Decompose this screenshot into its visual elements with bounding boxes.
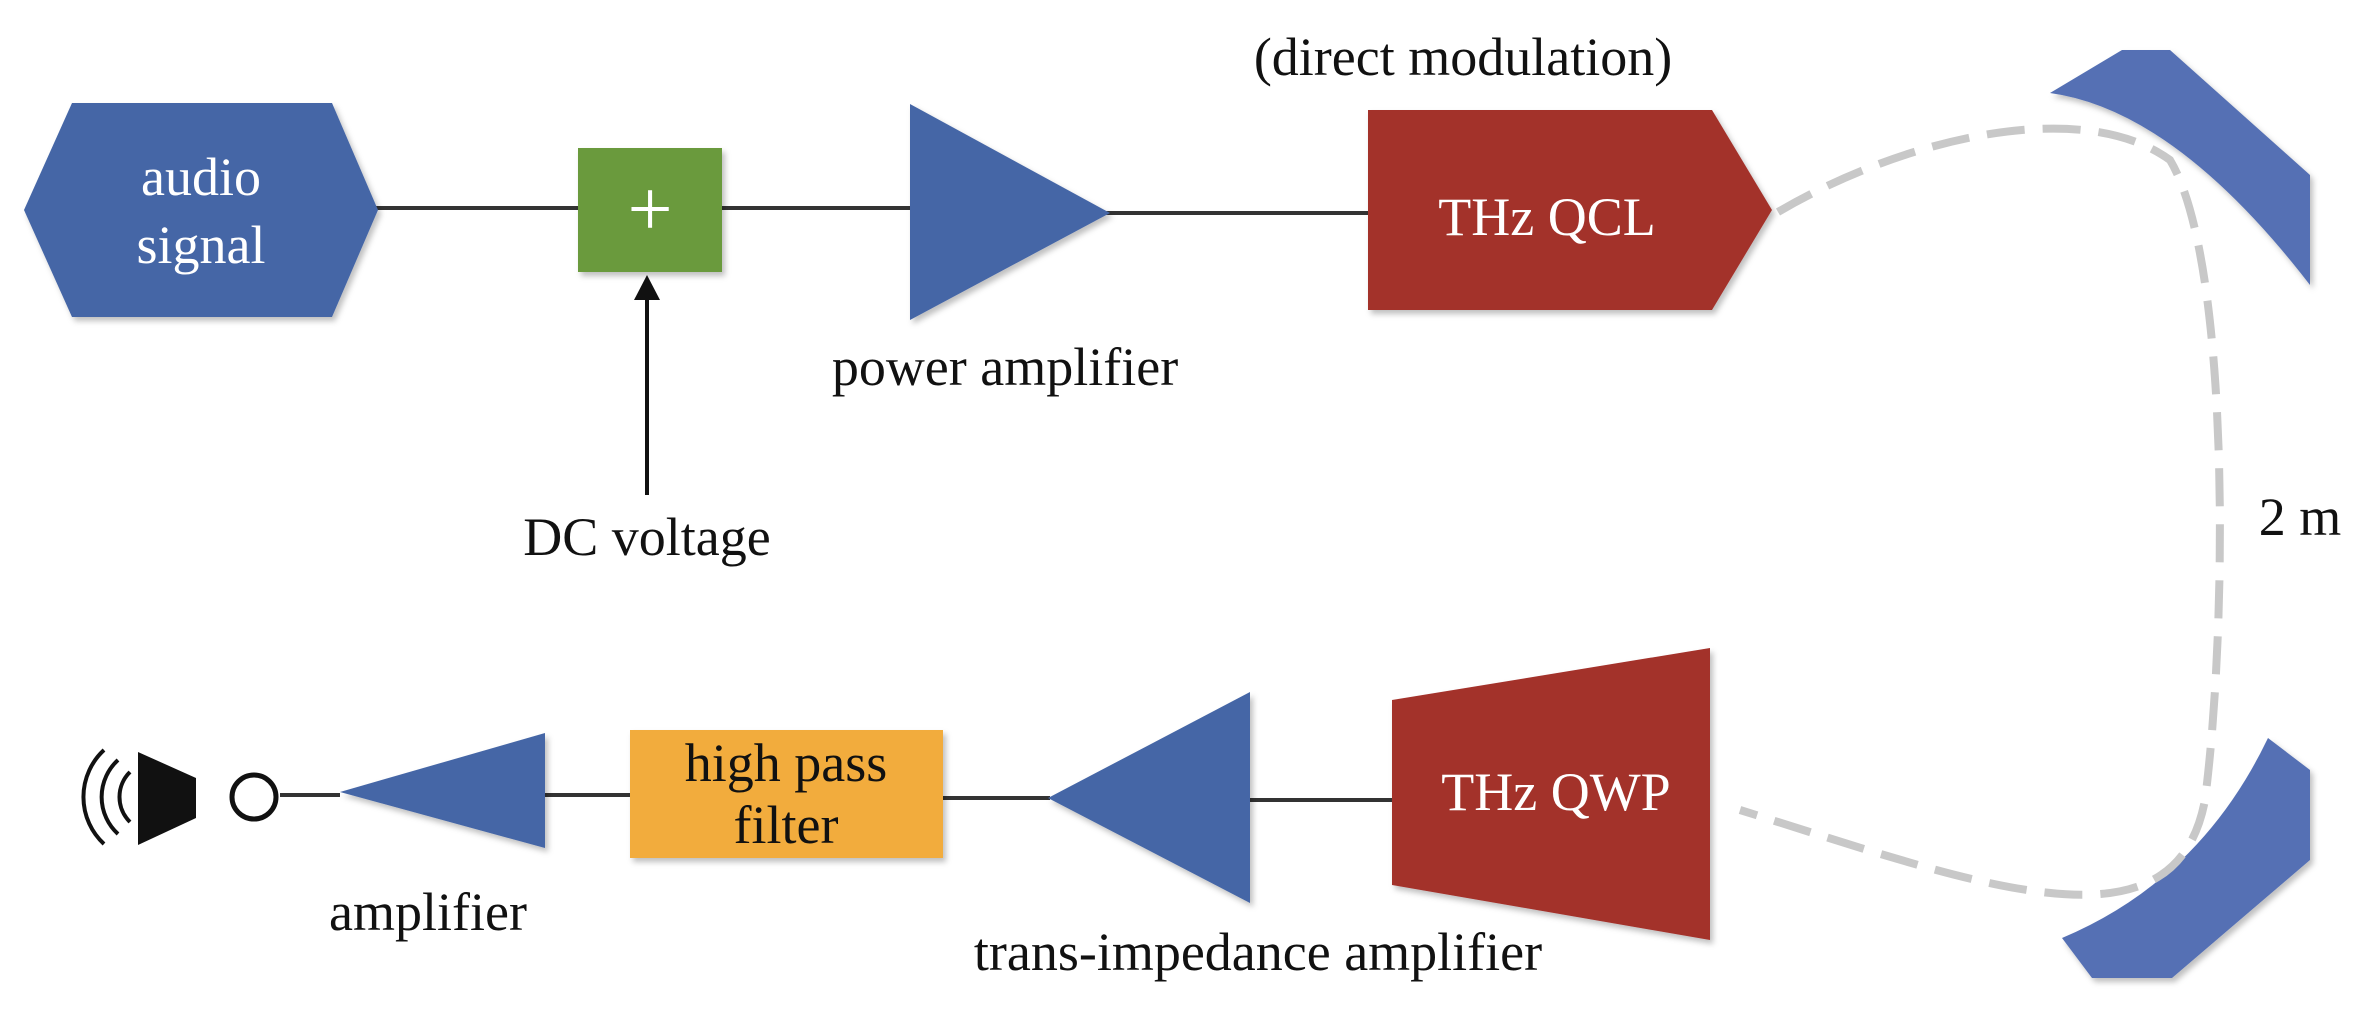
top-mirror xyxy=(2050,50,2310,285)
amplifier-label: amplifier xyxy=(329,882,527,942)
amplifier-block xyxy=(340,733,545,848)
thz-qcl-label: THz QCL xyxy=(1438,187,1655,247)
tia-label: trans-impedance amplifier xyxy=(974,922,1542,982)
output-jack xyxy=(229,772,279,822)
thz-qcl-block: THz QCL xyxy=(1368,110,1772,310)
audio-signal-label-2: signal xyxy=(137,215,266,275)
adder-block: + xyxy=(578,148,722,272)
hpf-label-2: filter xyxy=(734,795,839,855)
direct-modulation-note: (direct modulation) xyxy=(1254,27,1672,87)
thz-beam-path xyxy=(1738,124,2224,899)
tia-block xyxy=(1048,692,1250,903)
distance-label: 2 m xyxy=(2259,487,2342,547)
audio-signal-label-1: audio xyxy=(141,147,261,207)
dc-voltage-arrowhead xyxy=(634,275,660,300)
thz-qwp-label: THz QWP xyxy=(1441,762,1670,822)
bottom-mirror xyxy=(2062,738,2310,978)
power-amplifier-block xyxy=(910,104,1110,320)
speaker-icon xyxy=(81,748,196,846)
hpf-label-1: high pass xyxy=(685,733,888,793)
dc-voltage-label: DC voltage xyxy=(523,507,770,567)
audio-signal-block: audio signal xyxy=(24,103,378,317)
thz-qwp-block: THz QWP xyxy=(1392,648,1710,940)
adder-symbol: + xyxy=(627,166,672,254)
power-amplifier-label: power amplifier xyxy=(832,337,1178,397)
high-pass-filter-block: high pass filter xyxy=(630,730,943,858)
